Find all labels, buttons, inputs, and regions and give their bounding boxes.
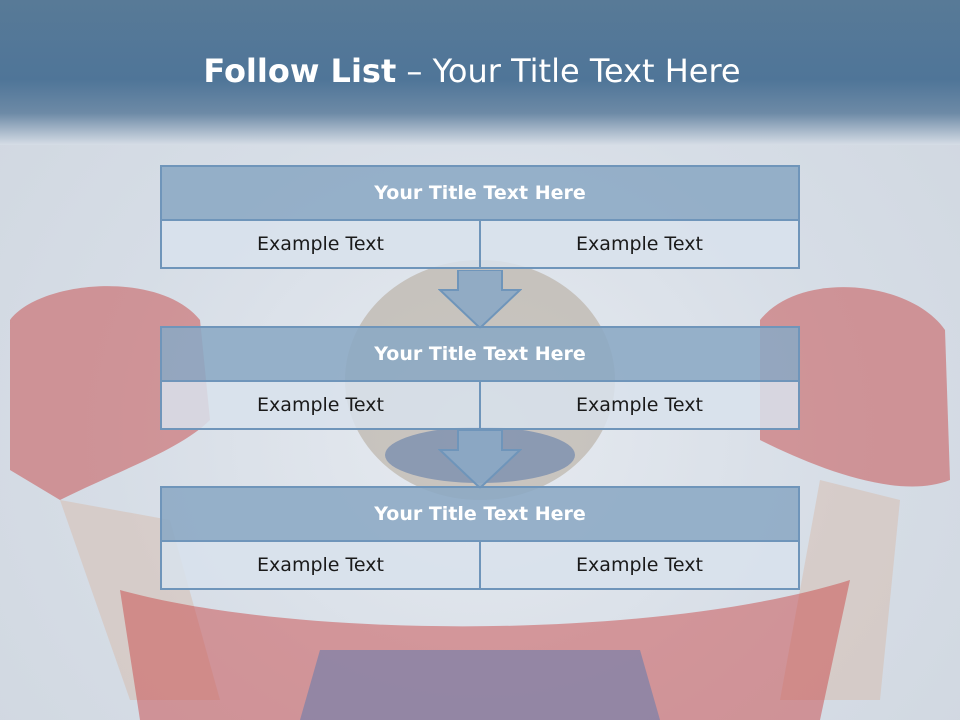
slide-title-bold: Follow List (203, 52, 397, 90)
follow-block-2: Your Title Text Here Example Text Exampl… (160, 326, 800, 430)
block-cell-right: Example Text (481, 221, 800, 269)
block-title: Your Title Text Here (160, 326, 800, 382)
slide-title-rest: – Your Title Text Here (396, 52, 741, 90)
down-arrow-icon (438, 270, 522, 330)
header-band (0, 0, 960, 145)
block-cell-right: Example Text (481, 382, 800, 430)
block-title: Your Title Text Here (160, 165, 800, 221)
block-title: Your Title Text Here (160, 486, 800, 542)
block-row: Example Text Example Text (160, 221, 800, 269)
block-row: Example Text Example Text (160, 542, 800, 590)
block-cell-left: Example Text (160, 542, 481, 590)
block-cell-left: Example Text (160, 382, 481, 430)
block-cell-right: Example Text (481, 542, 800, 590)
follow-block-3: Your Title Text Here Example Text Exampl… (160, 486, 800, 590)
follow-block-1: Your Title Text Here Example Text Exampl… (160, 165, 800, 269)
block-row: Example Text Example Text (160, 382, 800, 430)
block-cell-left: Example Text (160, 221, 481, 269)
slide-title: Follow List – Your Title Text Here (0, 52, 944, 90)
down-arrow-icon (438, 430, 522, 490)
